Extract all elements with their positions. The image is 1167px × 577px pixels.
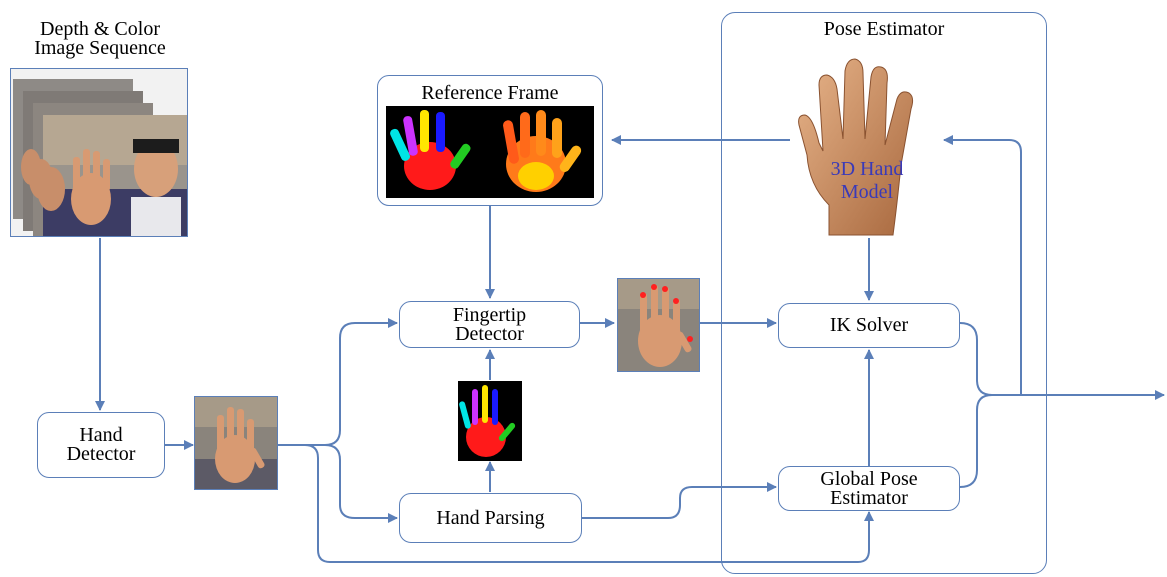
hand-crop-picture [195, 397, 277, 489]
hand-model-picture [798, 58, 914, 236]
ik-solver-block: IK Solver [778, 303, 960, 348]
line-ik-to-merge [959, 322, 993, 396]
hand-model-image: 3D Hand Model [789, 55, 945, 237]
hand-parsing-block: Hand Parsing [399, 493, 582, 543]
parsed-hand-picture [458, 381, 522, 461]
fingertip-image [617, 278, 700, 372]
parsed-hand-image [458, 381, 522, 461]
fingertip-picture [618, 279, 699, 371]
arrow-parsing-to-global-pose [582, 482, 777, 519]
reference-frame-image [386, 106, 594, 198]
input-title-line1: Depth & Color [40, 18, 160, 40]
global-pose-label-line2: Estimator [830, 486, 908, 509]
input-title-line2: Image Sequence [34, 37, 166, 59]
fingertip-detector-label-line2: Detector [455, 322, 524, 345]
reference-frame-title: Reference Frame [421, 82, 559, 104]
pose-estimator-title: Pose Estimator [823, 18, 945, 40]
fingertip-detector-label-line1: Fingertip [452, 303, 527, 326]
hand-detector-block: Hand Detector [37, 412, 165, 478]
fingertip-detector-block: Fingertip Detector [399, 301, 580, 348]
arrow-crop-to-fingertip [278, 318, 398, 446]
hand-crop-image [194, 396, 278, 490]
arrow-crop-to-parsing [278, 444, 398, 523]
arrow-feedback-to-model [943, 135, 1022, 395]
image-sequence [10, 68, 188, 237]
image-sequence-stack [11, 69, 187, 236]
hand-model-label-line1: 3D Hand [830, 158, 904, 180]
global-pose-estimator-block: Global Pose Estimator [778, 466, 960, 511]
reference-frame-picture [386, 106, 594, 198]
hand-detector-label-line1: Hand [79, 424, 123, 446]
pose-estimator-container [721, 12, 1047, 574]
ik-solver-label: IK Solver [829, 314, 909, 336]
hand-parsing-label: Hand Parsing [436, 506, 545, 529]
line-global-to-merge [959, 394, 993, 488]
arrow-crop-to-global-pose [278, 444, 874, 563]
global-pose-label-line1: Global Pose [820, 467, 918, 490]
hand-model-label-line2: Model [840, 181, 894, 203]
hand-detector-label-line2: Detector [66, 443, 136, 465]
